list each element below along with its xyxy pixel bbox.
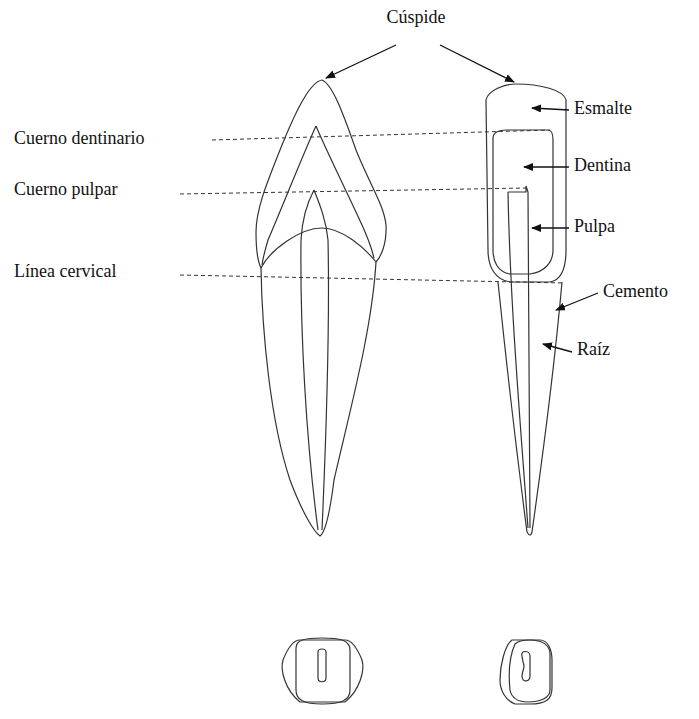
part-label: Esmalte bbox=[574, 99, 632, 119]
part-label: Línea cervical bbox=[14, 262, 116, 282]
leader-line bbox=[180, 275, 565, 283]
part-label: Cuerno dentinario bbox=[14, 129, 144, 149]
leader-line bbox=[212, 130, 550, 140]
part-label: Dentina bbox=[574, 156, 631, 176]
part-label: Cuerno pulpar bbox=[14, 180, 117, 200]
part-label: Raíz bbox=[577, 340, 610, 360]
part-label: Cemento bbox=[603, 282, 668, 302]
part-label: Cúspide bbox=[386, 8, 445, 28]
leader-line bbox=[180, 188, 526, 194]
part-label: Pulpa bbox=[574, 217, 615, 237]
